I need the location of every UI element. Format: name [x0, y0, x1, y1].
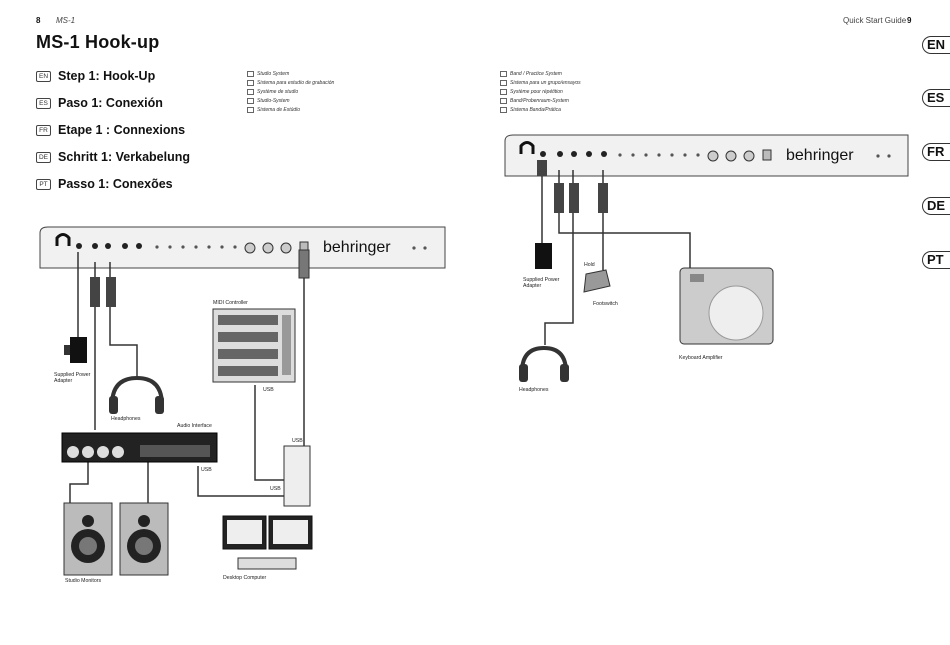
desktop-computer — [222, 515, 313, 570]
caption-power-adapter: Supplied Power Adapter — [54, 372, 91, 384]
step-es: ES Paso 1: Conexión — [36, 96, 163, 110]
tab-fr[interactable]: FR — [922, 143, 950, 161]
caption-keyboard-amplifier: Keyboard Amplifier — [679, 355, 723, 361]
step-text: Schritt 1: Verkabelung — [58, 150, 190, 164]
tab-en[interactable]: EN — [922, 36, 950, 54]
keyboard-amplifier — [679, 267, 774, 345]
studio-label-es: Sistema para estudio de grabación — [247, 80, 334, 86]
synth-panel-left: behringer — [39, 226, 446, 269]
step-text: Passo 1: Conexões — [58, 177, 173, 191]
step-de: DE Schritt 1: Verkabelung — [36, 150, 190, 164]
lang-code: FR — [36, 124, 51, 136]
step-en: EN Step 1: Hook-Up — [36, 69, 155, 83]
step-text: Step 1: Hook-Up — [58, 69, 156, 83]
studio-label-fr: Système de studio — [247, 89, 298, 95]
right-running-head: Quick Start Guide — [843, 16, 907, 25]
studio-monitors — [63, 502, 169, 576]
brand-logo: behringer — [786, 147, 854, 164]
caption-usb-synth: USB — [292, 438, 303, 444]
studio-label-en: Studio System — [247, 71, 289, 77]
audio-interface — [61, 432, 218, 463]
caption-hold: Hold — [584, 262, 595, 268]
caption-usb-midi: USB — [263, 387, 274, 393]
caption-studio-monitors: Studio Monitors — [65, 578, 102, 584]
left-running-head: MS-1 — [56, 16, 76, 25]
step-fr: FR Etape 1 : Connexions — [36, 123, 185, 137]
band-label-es: Sistema para un grupo/ensayos — [500, 80, 581, 86]
band-label-pt: Sistema Banda/Prática — [500, 107, 561, 113]
band-label-de: Band/Probenraum-System — [500, 98, 569, 104]
tab-pt[interactable]: PT — [922, 251, 950, 269]
tab-es[interactable]: ES — [922, 89, 950, 107]
caption-usb-interface: USB — [201, 467, 212, 473]
lang-code: DE — [36, 151, 51, 163]
caption-headphones: Headphones — [111, 416, 141, 422]
left-page-number: 8 — [36, 16, 41, 25]
lang-code: PT — [36, 178, 51, 190]
caption-usb-computer: USB — [270, 486, 281, 492]
caption-audio-interface: Audio Interface — [177, 423, 212, 429]
caption-desktop-computer: Desktop Computer — [223, 575, 267, 581]
caption-footswitch: Footswitch — [593, 301, 618, 307]
caption-power-adapter-right: Supplied Power Adapter — [523, 277, 560, 289]
tab-de[interactable]: DE — [922, 197, 950, 215]
step-text: Paso 1: Conexión — [58, 96, 163, 110]
step-text: Etape 1 : Connexions — [58, 123, 186, 137]
lang-code: EN — [36, 70, 51, 82]
caption-headphones-right: Headphones — [519, 387, 549, 393]
brand-logo: behringer — [323, 239, 391, 256]
caption-midi-controller: MIDI Controller — [213, 300, 248, 306]
band-label-fr: Système pour répétition — [500, 89, 563, 95]
right-page-number: 9 — [907, 16, 912, 25]
studio-label-pt: Sistema de Estúdio — [247, 107, 300, 113]
step-pt: PT Passo 1: Conexões — [36, 177, 173, 191]
page-title: MS-1 Hook-up — [36, 32, 160, 52]
studio-label-de: Studio-System — [247, 98, 290, 104]
midi-controller — [212, 308, 296, 383]
synth-panel-right: behringer — [504, 134, 909, 177]
band-label-en: Band / Practice System — [500, 71, 562, 77]
lang-code: ES — [36, 97, 51, 109]
computer-tower — [283, 445, 311, 507]
